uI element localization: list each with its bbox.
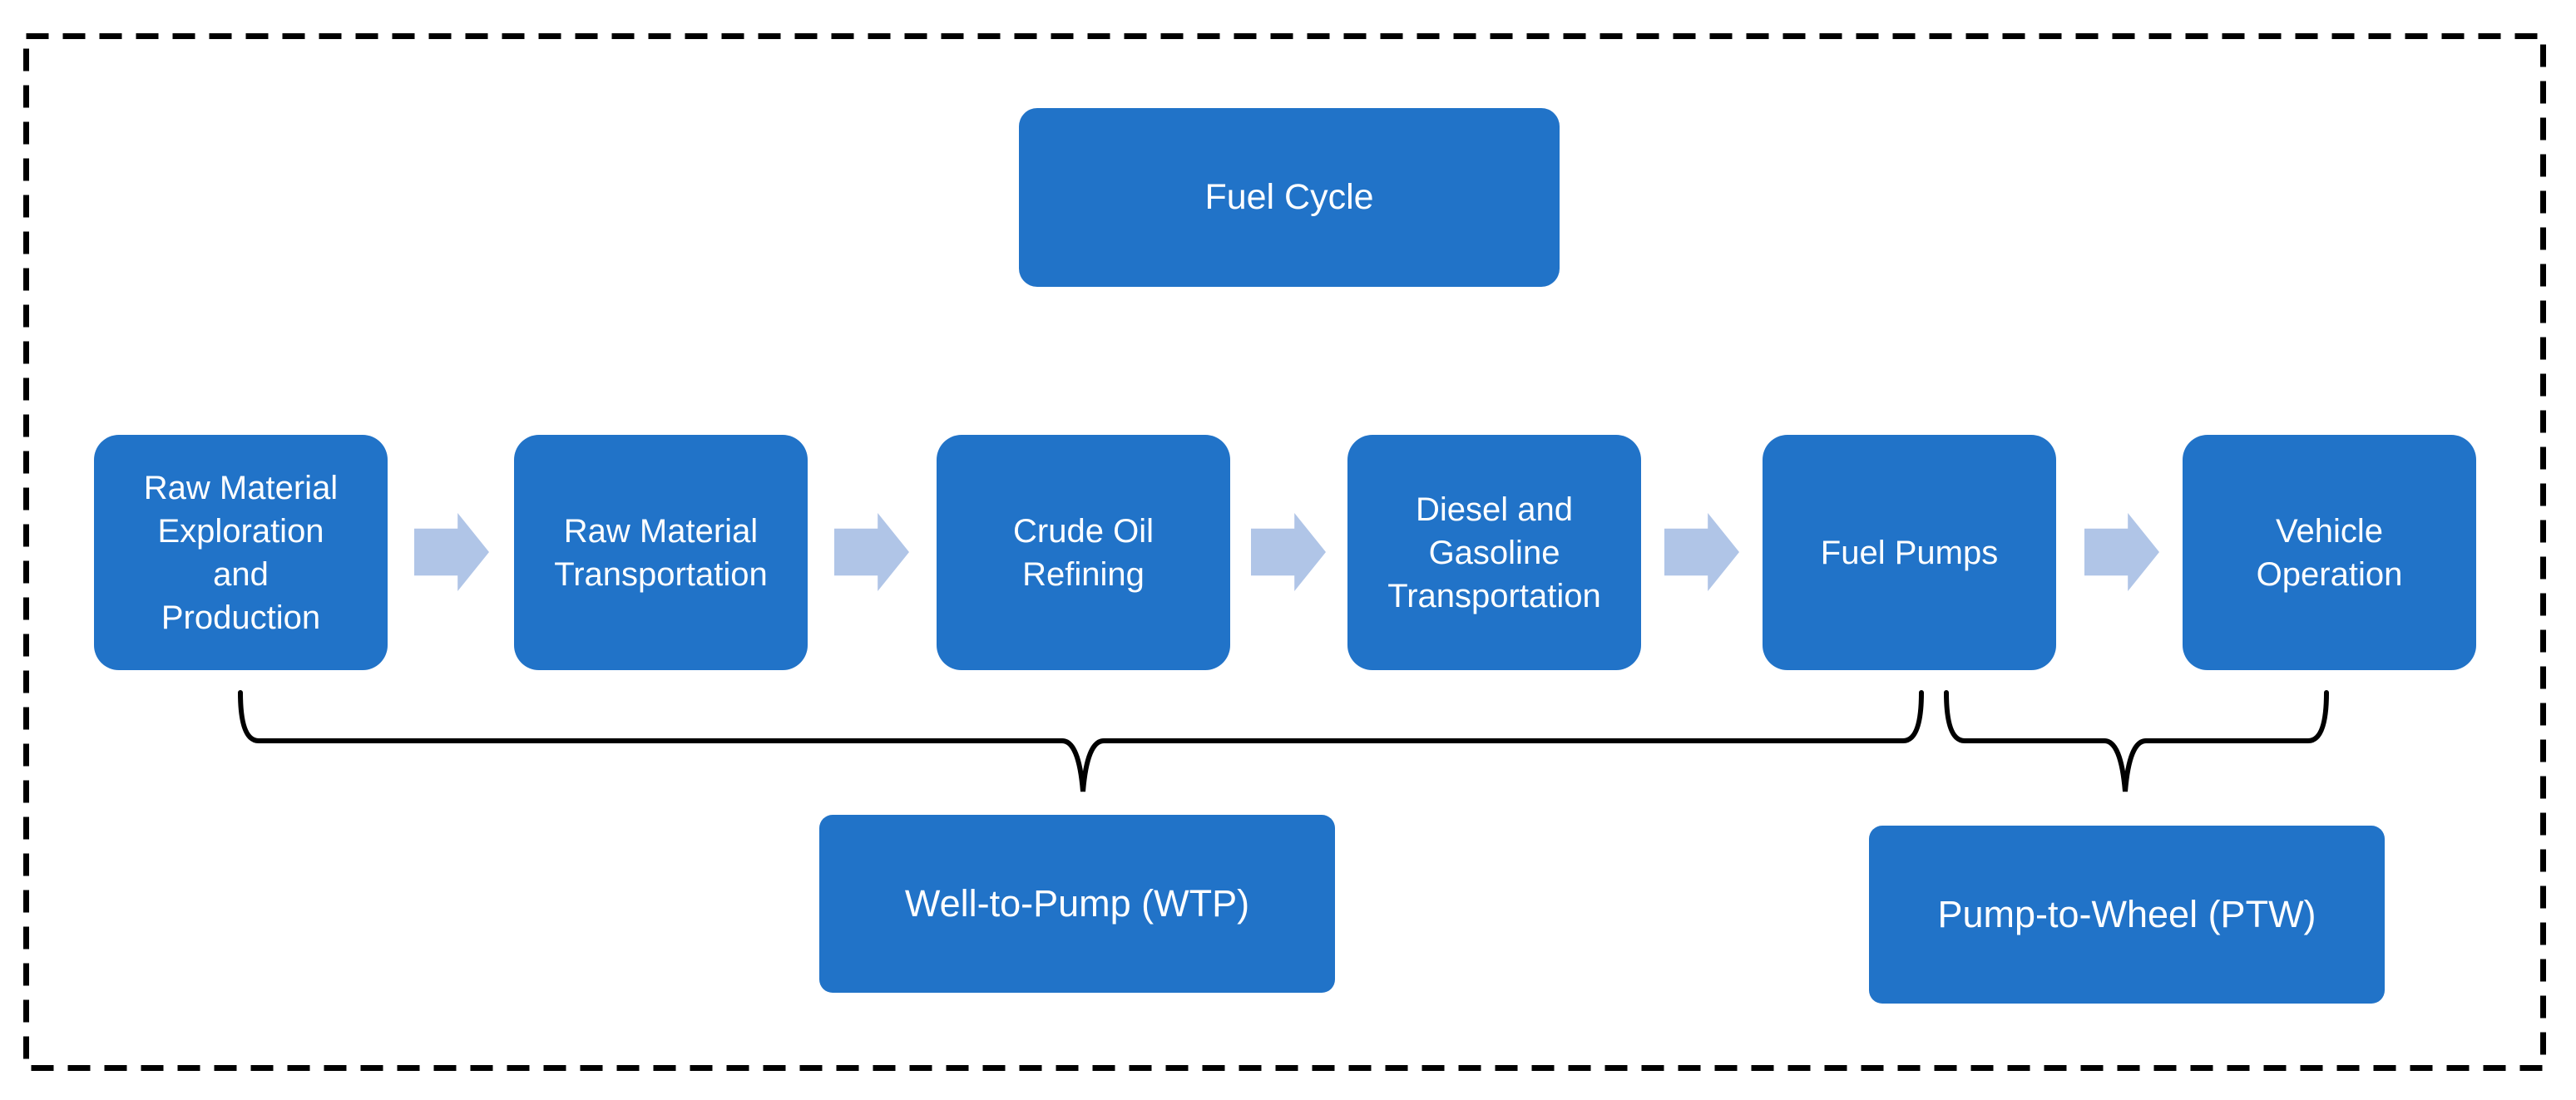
pump-to-wheel-box: Pump-to-Wheel (PTW) bbox=[1869, 826, 2385, 1004]
pump-to-wheel-label: Pump-to-Wheel (PTW) bbox=[1937, 893, 2316, 935]
right-arrow-icon bbox=[1664, 513, 1739, 591]
step-box-fuel-pumps: Fuel Pumps bbox=[1763, 435, 2056, 670]
step-label: Raw Material Transportation bbox=[554, 512, 768, 593]
step-box-crude-oil-refining: Crude Oil Refining bbox=[937, 435, 1230, 670]
step-label: Crude Oil Refining bbox=[1013, 512, 1154, 593]
wtp-brace bbox=[238, 690, 1924, 792]
step-box-raw-material-transportation: Raw Material Transportation bbox=[514, 435, 808, 670]
right-arrow-icon bbox=[2084, 513, 2159, 591]
right-arrow-icon bbox=[1251, 513, 1326, 591]
step-label: Fuel Pumps bbox=[1820, 534, 1999, 571]
step-label: Vehicle Operation bbox=[2256, 512, 2403, 593]
step-label: Raw Material Exploration and Production bbox=[143, 469, 339, 636]
step-label: Diesel and Gasoline Transportation bbox=[1387, 491, 1601, 614]
ptw-brace bbox=[1944, 690, 2329, 792]
step-box-vehicle-operation: Vehicle Operation bbox=[2183, 435, 2476, 670]
fuel-cycle-box: Fuel Cycle bbox=[1019, 108, 1560, 287]
step-box-raw-material-exploration-production: Raw Material Exploration and Production bbox=[94, 435, 388, 670]
well-to-pump-label: Well-to-Pump (WTP) bbox=[904, 882, 1250, 925]
right-arrow-icon bbox=[834, 513, 909, 591]
well-to-pump-box: Well-to-Pump (WTP) bbox=[819, 815, 1335, 993]
step-box-diesel-gasoline-transportation: Diesel and Gasoline Transportation bbox=[1347, 435, 1641, 670]
right-arrow-icon bbox=[414, 513, 489, 591]
fuel-cycle-label: Fuel Cycle bbox=[1204, 177, 1374, 217]
